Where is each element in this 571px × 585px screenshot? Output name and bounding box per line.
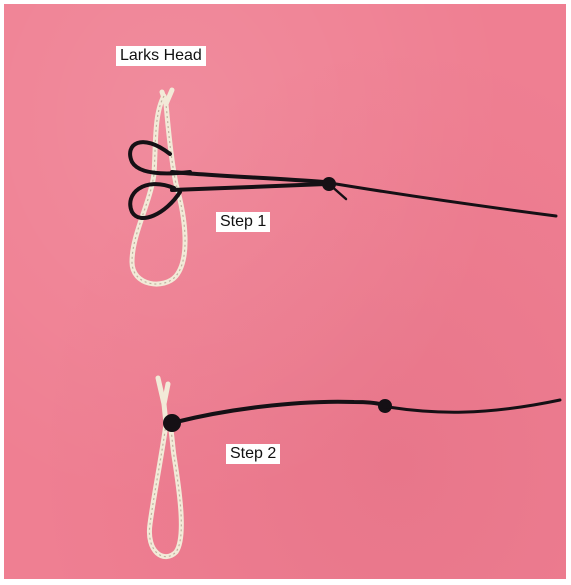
step-2-white-loop	[149, 378, 181, 557]
step-2-black-cord	[165, 400, 560, 430]
knot-photo: Larks Head Step 1 Step 2	[4, 4, 566, 579]
knot-illustration	[4, 4, 566, 579]
step-1-black-cord	[130, 142, 556, 218]
step-1-label: Step 1	[216, 212, 270, 232]
larks-head-label: Larks Head	[116, 46, 206, 66]
step-2-label: Step 2	[226, 444, 280, 464]
